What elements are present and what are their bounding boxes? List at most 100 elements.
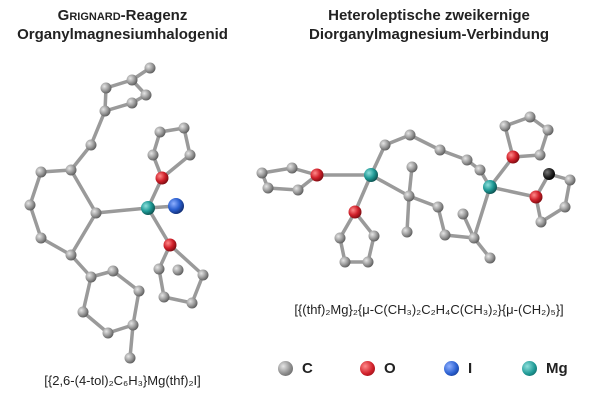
carbon-atom <box>186 297 198 309</box>
reagenz-word: -Reagenz <box>120 7 188 24</box>
left-title-line2: Organylmagnesiumhalogenid <box>17 26 228 43</box>
carbon-atom <box>524 111 536 123</box>
bond <box>168 243 205 277</box>
carbon-atom <box>334 232 346 244</box>
carbon-atom <box>85 139 97 151</box>
oxygen-atom <box>310 168 324 182</box>
right-title-line2: Diorganylmagnesium-Verbindung <box>308 26 550 43</box>
magnesium-atom <box>141 201 155 215</box>
carbon-atom <box>197 269 209 281</box>
carbon-atom <box>35 232 47 244</box>
carbon-atom <box>184 149 196 161</box>
legend-label-oxygen: O <box>384 359 396 377</box>
carbon-atom <box>107 265 119 277</box>
oxygen-atom <box>529 190 543 204</box>
right-formula: [{(thf)₂Mg}₂{μ-C(CH₃)₂C₂H₄C(CH₃)₂}{μ-(CH… <box>294 302 564 317</box>
bond <box>369 173 411 198</box>
legend-item-oxygen: O <box>360 356 396 380</box>
carbon-atom <box>124 352 136 364</box>
bond <box>69 211 98 257</box>
bond <box>39 236 73 257</box>
bond <box>408 133 442 152</box>
left-title: Grignard-Reagenz Organylmagnesiumhalogen… <box>0 6 245 44</box>
bond <box>131 289 141 327</box>
bond <box>81 275 93 314</box>
right-title: Heteroleptische zweikernige Diorganylmag… <box>258 6 600 44</box>
carbon-atom <box>262 182 274 194</box>
bond <box>128 323 135 360</box>
bond <box>488 185 538 199</box>
carbon-atom <box>144 62 156 74</box>
bond <box>472 185 492 240</box>
carbon-atom <box>65 249 77 261</box>
carbon-atom <box>90 207 102 219</box>
legend-label-magnesium: Mg <box>546 359 568 377</box>
oxygen-atom <box>506 150 520 164</box>
carbon-atom <box>100 82 112 94</box>
carbon-atom <box>126 74 138 86</box>
bond <box>89 109 107 147</box>
carbon-atom <box>77 306 89 318</box>
magnesium-swatch-icon <box>522 360 537 376</box>
atoms-layer <box>24 62 576 364</box>
carbon-atom <box>564 174 576 186</box>
bond <box>146 206 172 247</box>
magnesium-atom <box>483 180 497 194</box>
legend-label-carbon: C <box>302 359 313 377</box>
carbon-atom <box>362 256 374 268</box>
bond <box>69 168 98 215</box>
carbon-swatch-icon <box>278 360 293 376</box>
carbon-atom <box>65 164 77 176</box>
grignard-word: Grignard <box>57 7 121 24</box>
dark-carbon-atom <box>543 168 555 180</box>
carbon-atom <box>368 230 380 242</box>
carbon-atom <box>127 319 139 331</box>
oxygen-atom <box>155 171 169 185</box>
oxygen-swatch-icon <box>360 360 375 376</box>
bond <box>28 203 43 240</box>
carbon-atom <box>404 129 416 141</box>
carbon-atom <box>401 226 413 238</box>
carbon-atom <box>535 216 547 228</box>
legend-item-carbon: C <box>278 356 313 380</box>
carbon-atom <box>406 161 418 173</box>
carbon-atom <box>85 271 97 283</box>
carbon-atom <box>457 208 469 220</box>
bond <box>94 206 150 215</box>
carbon-atom <box>147 149 159 161</box>
carbon-atom <box>126 97 138 109</box>
carbon-atom <box>434 144 446 156</box>
carbon-atom <box>484 252 496 264</box>
carbon-atom <box>468 232 480 244</box>
carbon-atom <box>379 139 391 151</box>
carbon-atom <box>461 154 473 166</box>
carbon-atom <box>178 122 190 134</box>
carbon-atom <box>256 167 268 179</box>
carbon-atom <box>403 190 415 202</box>
carbon-atom <box>439 229 451 241</box>
carbon-atom <box>24 199 36 211</box>
right-title-line1: Heteroleptische zweikernige <box>328 7 530 24</box>
carbon-atom <box>172 264 184 276</box>
carbon-atom <box>499 120 511 132</box>
oxygen-atom <box>348 205 362 219</box>
carbon-atom <box>292 184 304 196</box>
legend-label-iodine: I <box>468 359 473 377</box>
carbon-atom <box>99 105 111 117</box>
carbon-atom <box>102 327 114 339</box>
carbon-atom <box>153 263 165 275</box>
legend-item-magnesium: Mg <box>522 356 568 380</box>
magnesium-atom <box>364 168 378 182</box>
bond <box>405 194 411 234</box>
carbon-atom <box>339 256 351 268</box>
oxygen-atom <box>163 238 177 252</box>
iodine-swatch-icon <box>444 360 459 376</box>
left-formula: [{2,6-(4-tol)₂C₆H₃}Mg(thf)₂I] <box>44 373 201 388</box>
carbon-atom <box>474 164 486 176</box>
carbon-atom <box>158 291 170 303</box>
carbon-atom <box>154 126 166 138</box>
carbon-atom <box>133 285 145 297</box>
carbon-atom <box>35 166 47 178</box>
carbon-atom <box>432 201 444 213</box>
